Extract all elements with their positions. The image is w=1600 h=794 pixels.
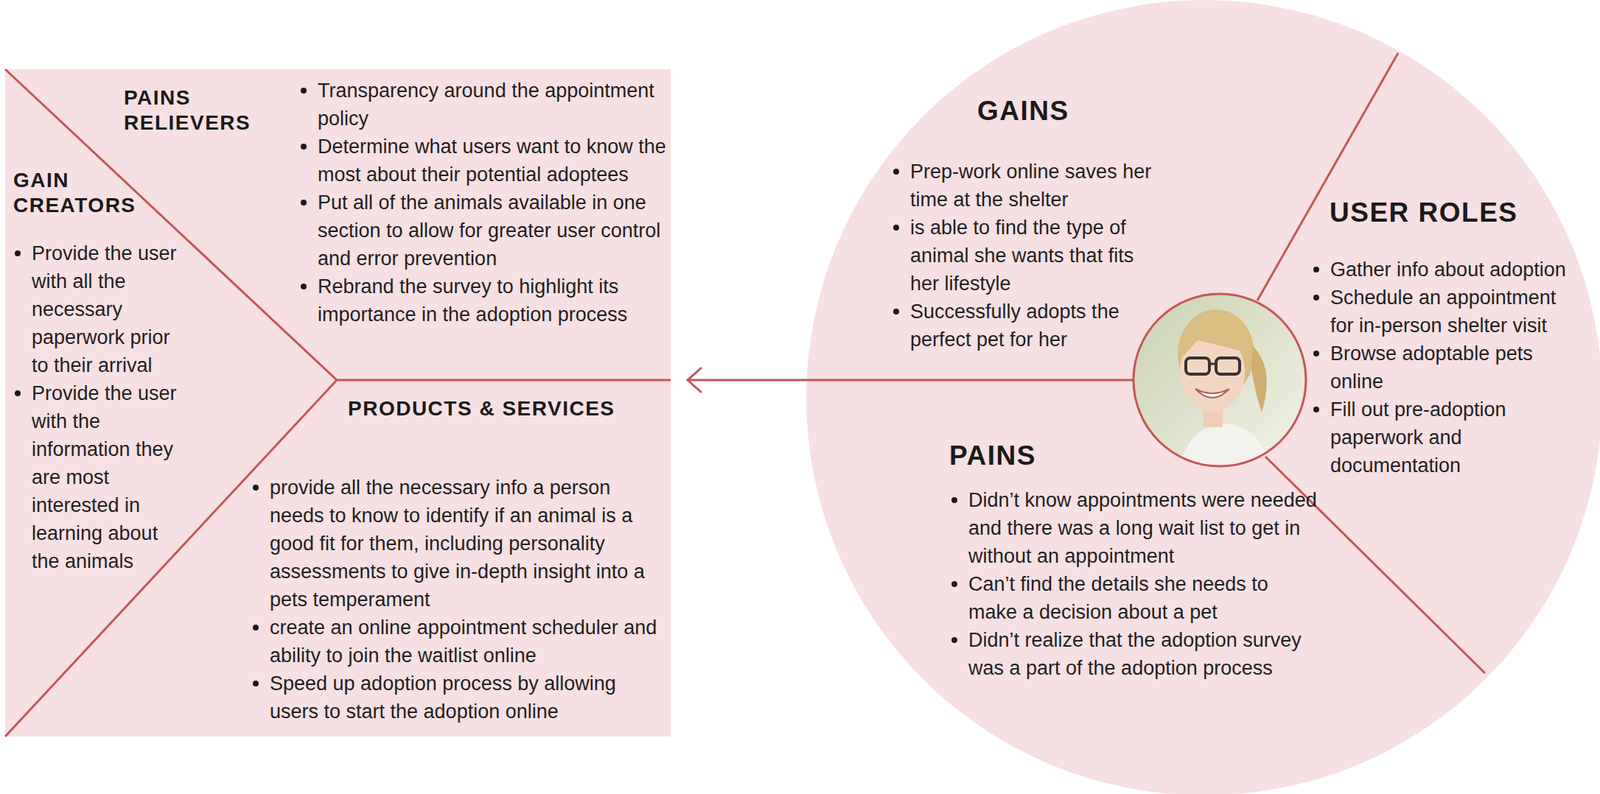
bullet-text: provide all the necessary info a person … [269, 476, 645, 611]
section-heading: GAIN CREATORS [13, 168, 154, 219]
bullet-item: Schedule an appointment for in-person sh… [1330, 283, 1578, 340]
bullet-list: Gather info about adoptionSchedule an ap… [1330, 255, 1578, 480]
canvas-section: PAINS RELIEVERS Transparency around the a… [123, 76, 672, 329]
fit-arrow [688, 379, 1133, 382]
bullet-item: Provide the user with the information th… [31, 379, 188, 576]
canvas-section: GAIN CREATORS Provide the user with all t… [9, 168, 188, 576]
bullet-dot [893, 224, 900, 231]
bullet-text: Transparency around the appointment poli… [317, 79, 655, 130]
bullet-list: Prep-work online saves her time at the s… [910, 157, 1165, 354]
bullet-list: Provide the user with all the necessary … [31, 239, 188, 576]
bullet-dot [951, 637, 958, 644]
bullet-text: Provide the user with the information th… [31, 382, 177, 573]
bullet-dot [14, 250, 21, 257]
canvas-section: GAINS Prep-work online saves her time at … [888, 94, 1199, 354]
bullet-item: Didn’t realize that the adoption survey … [968, 626, 1319, 683]
bullet-dot [1313, 350, 1320, 357]
bullet-text: is able to find the type of animal she w… [910, 216, 1134, 295]
bullet-dot [1313, 266, 1320, 273]
arrow-head [687, 367, 702, 393]
bullet-text: Provide the user with all the necessary … [31, 242, 177, 377]
bullet-item: Put all of the animals available in one … [317, 188, 672, 273]
bullet-list: Didn’t know appointments were needed and… [968, 486, 1319, 683]
bullet-item: Successfully adopts the perfect pet for … [910, 297, 1165, 354]
bullet-item: Transparency around the appointment poli… [317, 76, 672, 133]
bullet-item: Gather info about adoption [1330, 255, 1578, 284]
bullet-item: Fill out pre-adoption paperwork and docu… [1330, 395, 1578, 480]
bullet-item: Prep-work online saves her time at the s… [910, 157, 1165, 214]
bullet-dot [951, 497, 958, 504]
bullet-dot [252, 680, 259, 687]
bullet-item: Rebrand the survey to highlight its impo… [317, 272, 672, 329]
bullet-text: Determine what users want to know the mo… [317, 135, 667, 186]
canvas-section: USER ROLES Gather info about adoptionSche… [1308, 196, 1578, 480]
bullet-text: Gather info about adoption [1330, 258, 1567, 281]
bullet-text: Speed up adoption process by allowing us… [269, 672, 617, 723]
bullet-item: Speed up adoption process by allowing us… [269, 669, 661, 726]
photo-ring [1133, 294, 1306, 467]
bullet-item: Didn’t know appointments were needed and… [968, 486, 1319, 571]
bullet-dot [300, 87, 307, 94]
bullet-item: Determine what users want to know the mo… [317, 132, 672, 189]
bullet-dot [893, 308, 900, 315]
canvas-section: PAINS Didn’t know appointments were neede… [946, 439, 1319, 683]
persona-photo [1132, 293, 1307, 472]
divider-line [5, 69, 337, 381]
bullet-list: Transparency around the appointment poli… [317, 76, 672, 329]
bullet-list: provide all the necessary info a person … [269, 473, 661, 726]
bullet-text: Browse adoptable pets online [1330, 342, 1533, 393]
bullet-item: Can’t find the details she needs to make… [968, 570, 1319, 627]
bullet-text: Successfully adopts the perfect pet for … [910, 300, 1120, 351]
section-heading: PAINS RELIEVERS [123, 85, 301, 136]
bullet-dot [300, 283, 307, 290]
section-heading: PAINS [949, 439, 1171, 473]
value-map-square [5, 69, 671, 737]
bullet-dot [14, 390, 21, 397]
bullet-text: Prep-work online saves her time at the s… [910, 160, 1152, 211]
bullet-text: Didn’t realize that the adoption survey … [968, 629, 1302, 680]
section-heading: GAINS [977, 94, 1199, 128]
bullet-text: Didn’t know appointments were needed and… [968, 489, 1317, 568]
bullet-dot [300, 199, 307, 206]
section-heading: PRODUCTS & SERVICES [347, 396, 658, 422]
bullet-dot [1313, 406, 1320, 413]
bullet-item: Provide the user with all the necessary … [31, 239, 188, 380]
bullet-item: Browse adoptable pets online [1330, 339, 1578, 396]
bullet-item: create an online appointment scheduler a… [269, 613, 661, 670]
bullet-item: provide all the necessary info a person … [269, 473, 661, 614]
bullet-dot [893, 168, 900, 175]
divider-line [336, 379, 671, 382]
section-heading: USER ROLES [1329, 196, 1573, 230]
bullet-dot [1313, 294, 1320, 301]
bullet-dot [951, 581, 958, 588]
bullet-text: Can’t find the details she needs to make… [968, 573, 1269, 624]
bullet-dot [252, 484, 259, 491]
bullet-text: Put all of the animals available in one … [317, 191, 661, 270]
bullet-dot [300, 143, 307, 150]
bullet-text: create an online appointment scheduler a… [269, 616, 657, 667]
bullet-text: Schedule an appointment for in-person sh… [1330, 286, 1556, 337]
canvas-section: PRODUCTS & SERVICES provide all the neces… [247, 396, 661, 726]
bullet-text: Fill out pre-adoption paperwork and docu… [1330, 398, 1507, 477]
bullet-dot [252, 624, 259, 631]
customer-profile-circle [806, 0, 1600, 794]
bullet-item: is able to find the type of animal she w… [910, 213, 1165, 298]
bullet-text: Rebrand the survey to highlight its impo… [317, 275, 628, 326]
